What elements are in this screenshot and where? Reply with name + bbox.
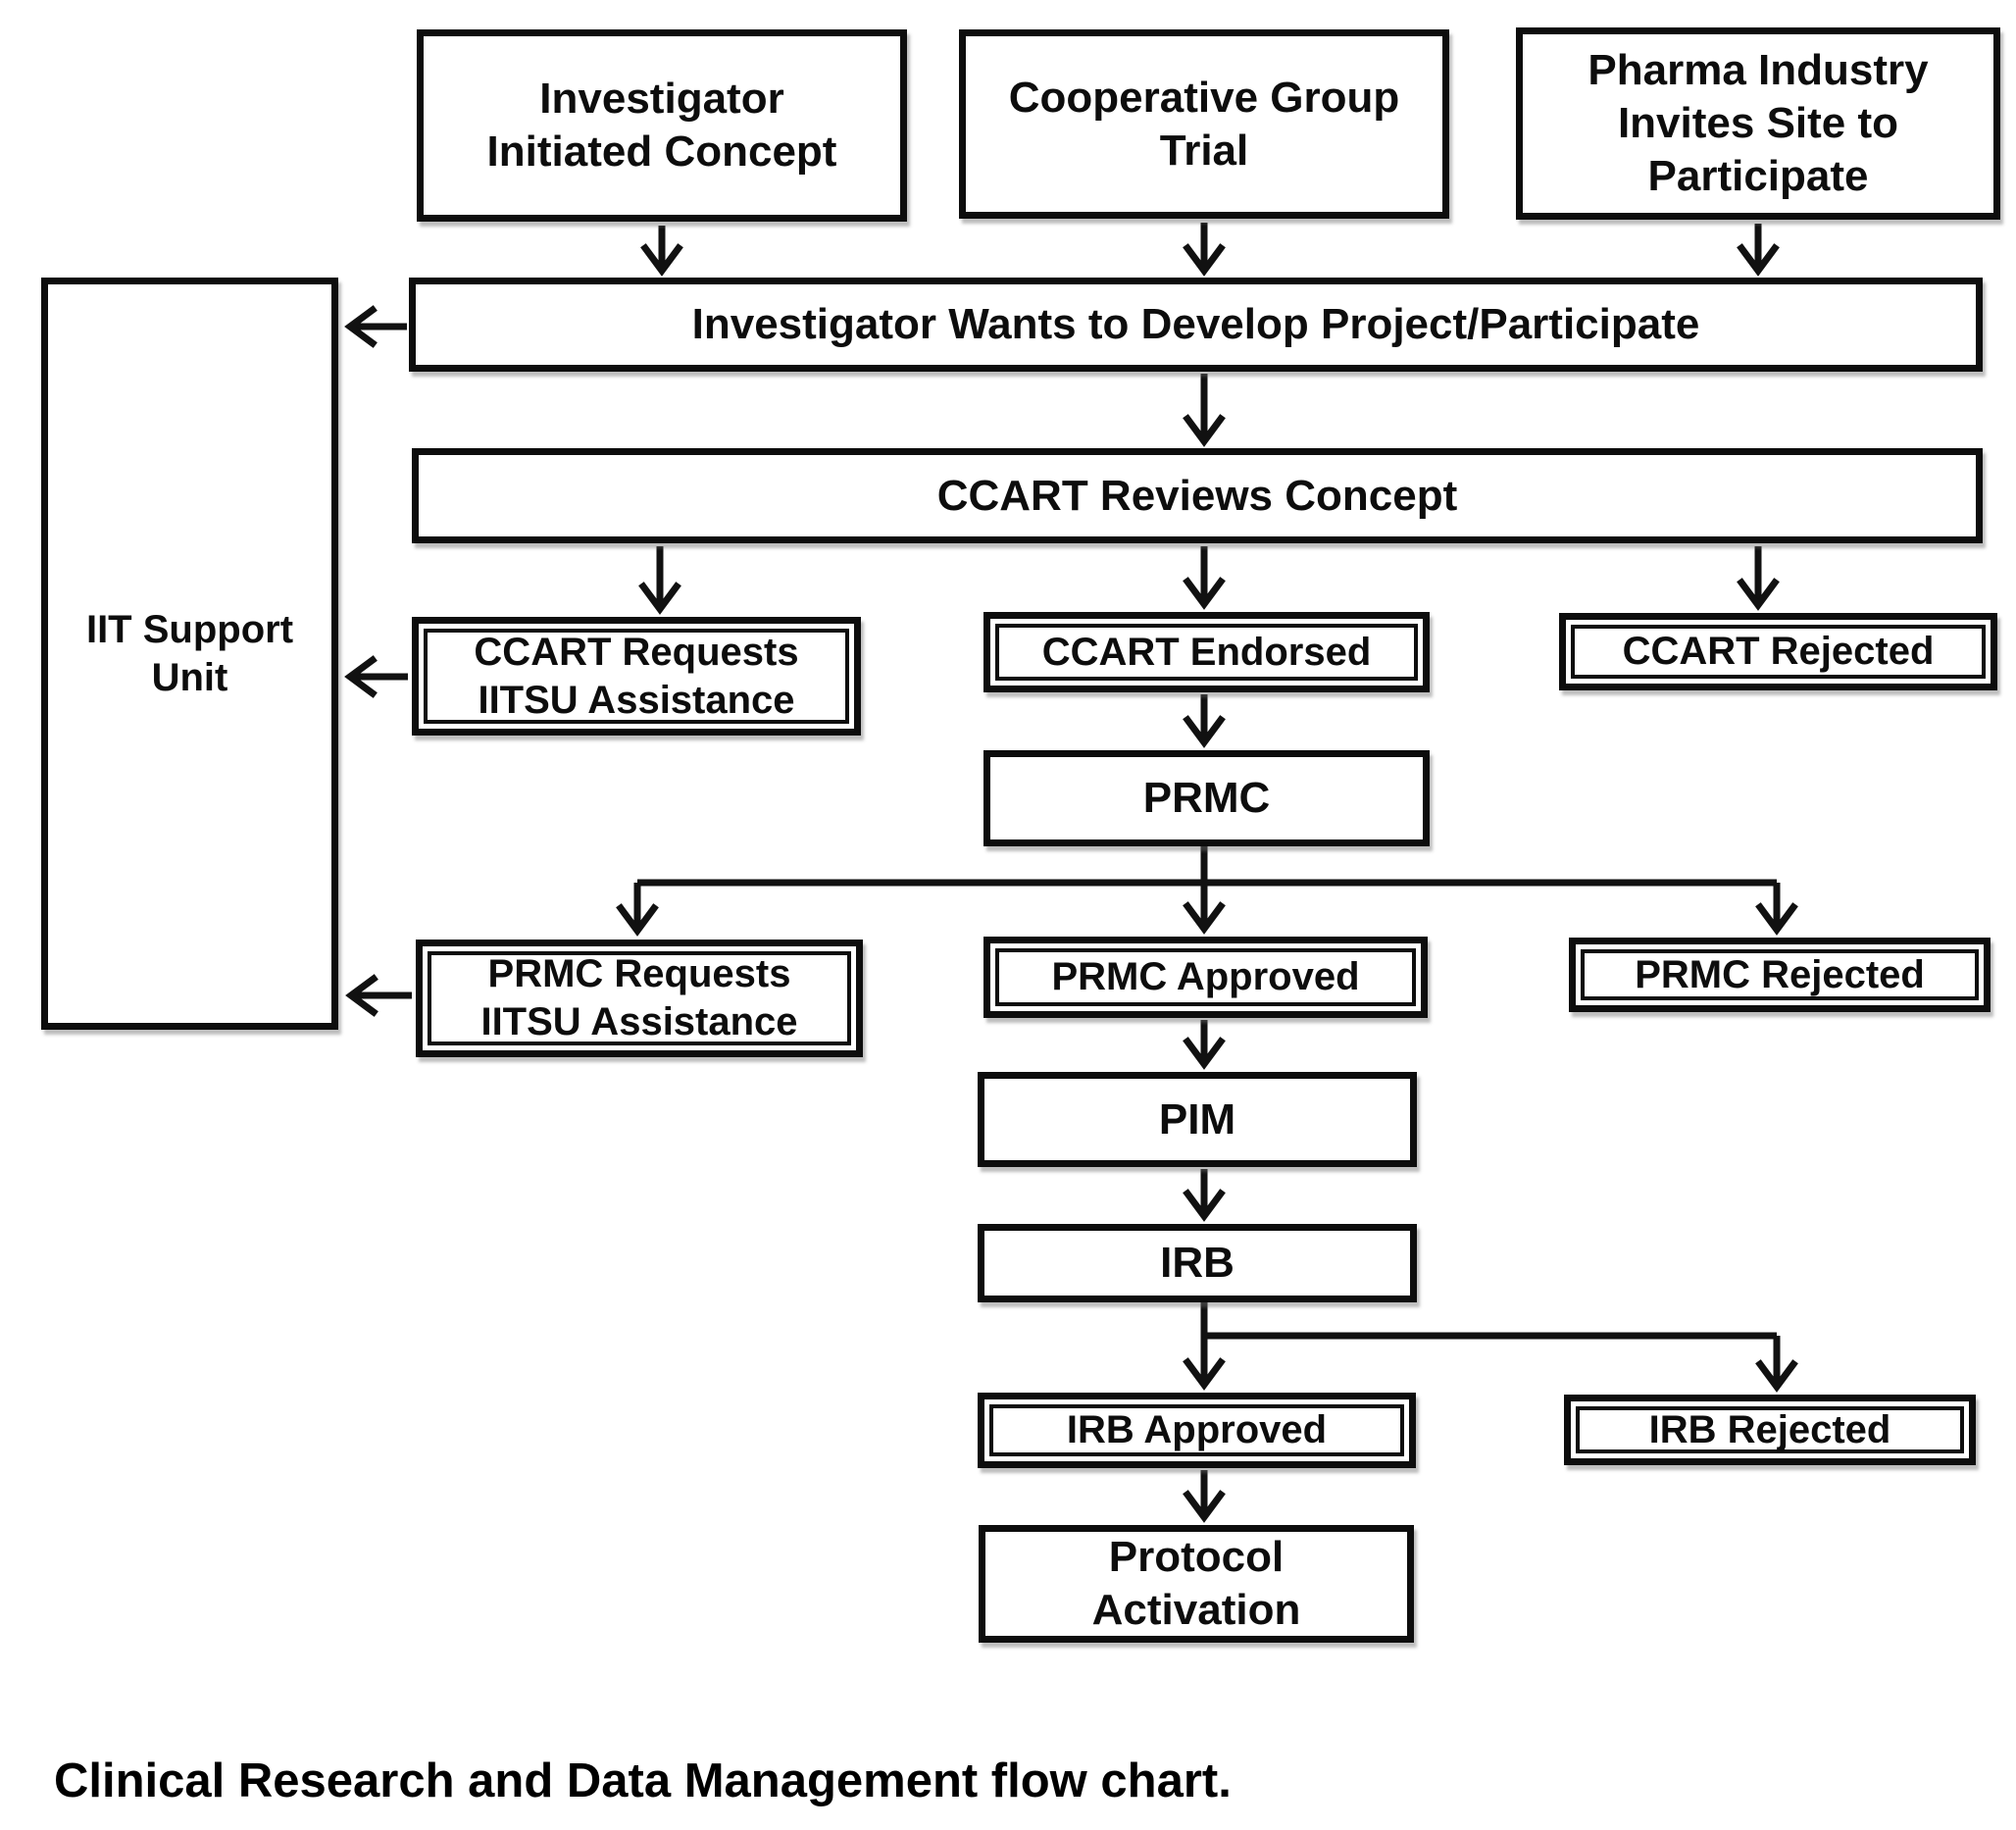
node-ccart-rejected: CCART Rejected [1559, 613, 1997, 690]
irb-branch-line [1200, 1300, 1777, 1340]
prmc-branch-line [637, 841, 1777, 887]
node-protocol-activation: Protocol Activation [979, 1525, 1414, 1643]
node-prmc: PRMC [983, 750, 1430, 846]
node-irb-rejected: IRB Rejected [1564, 1395, 1976, 1465]
node-iit-support-unit: IIT Support Unit [41, 278, 338, 1030]
node-pim: PIM [978, 1072, 1417, 1167]
node-prmc-rejected: PRMC Rejected [1569, 938, 1991, 1012]
node-ccart-endorsed: CCART Endorsed [983, 612, 1430, 692]
node-irb: IRB [978, 1224, 1417, 1302]
node-irb-approved: IRB Approved [978, 1393, 1416, 1468]
figure-caption: Clinical Research and Data Management fl… [54, 1754, 1232, 1807]
node-prmc-approved: PRMC Approved [983, 937, 1428, 1018]
node-investigator-wants-develop: Investigator Wants to Develop Project/Pa… [409, 278, 1983, 372]
node-ccart-reviews-concept: CCART Reviews Concept [412, 448, 1983, 543]
node-pharma-industry-invites: Pharma Industry Invites Site to Particip… [1516, 27, 2000, 220]
node-investigator-initiated-concept: Investigator Initiated Concept [417, 29, 907, 222]
node-prmc-requests-iitsu: PRMC Requests IITSU Assistance [416, 940, 863, 1057]
node-cooperative-group-trial: Cooperative Group Trial [959, 29, 1449, 219]
node-ccart-requests-iitsu: CCART Requests IITSU Assistance [412, 617, 861, 736]
